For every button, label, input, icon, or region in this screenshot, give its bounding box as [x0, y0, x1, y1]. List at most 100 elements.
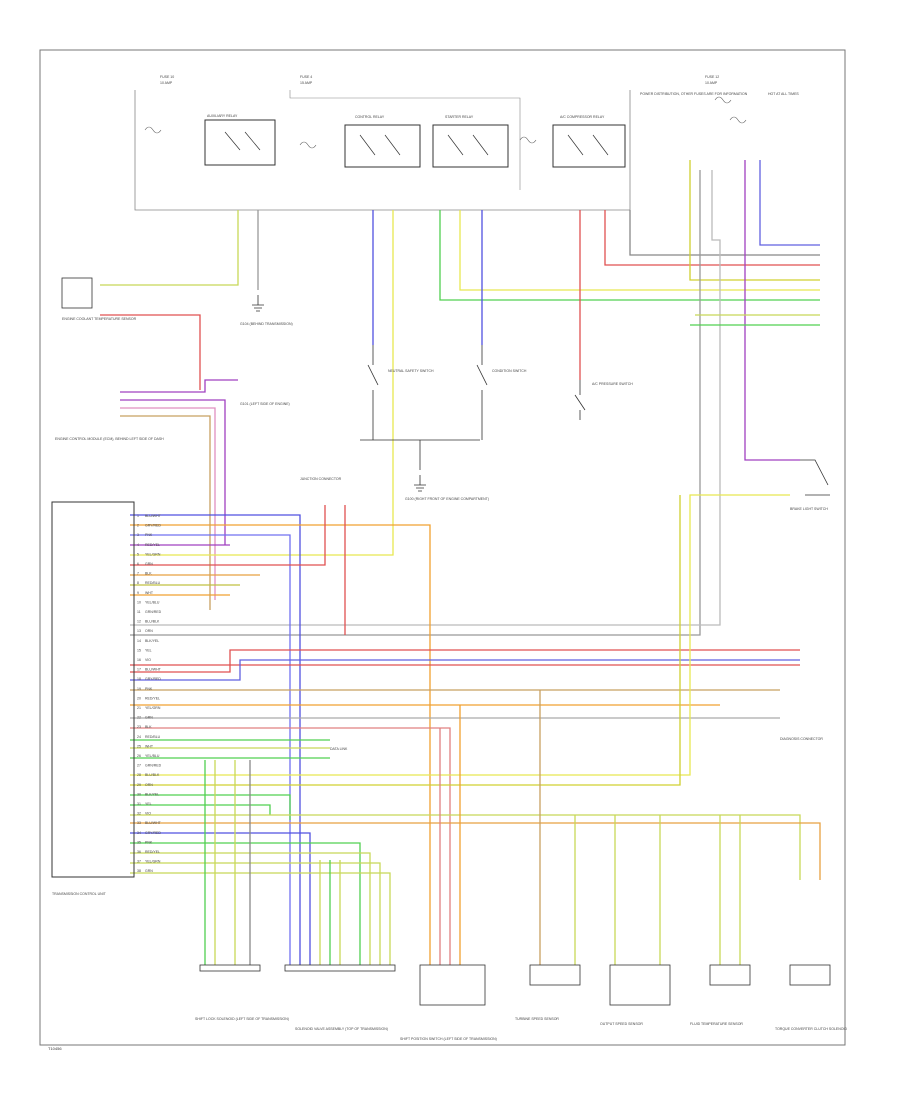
- ecm-wire-color: GRN: [145, 869, 153, 873]
- fuse-mid-name: FUSE 4: [300, 75, 312, 79]
- ecm-pin-number: 6: [137, 562, 139, 566]
- relay-control: CONTROL RELAY: [344, 115, 421, 168]
- fuse-left-name: FUSE 10: [160, 75, 174, 79]
- ecm-pin-number: 13: [137, 629, 141, 633]
- relay-ac-label: A/C COMPRESSOR RELAY: [560, 115, 605, 119]
- bottom-label-6: FLUID TEMPERATURE SENSOR: [690, 1022, 743, 1026]
- ecm-pin-number: 30: [137, 792, 141, 796]
- ecm-wire-color: BLU/BLK: [145, 620, 160, 624]
- ecm-pin-number: 16: [137, 658, 141, 662]
- ecm-pin-number: 9: [137, 591, 139, 595]
- ecm-pin-number: 4: [137, 543, 139, 547]
- switch-neutral: [367, 345, 379, 440]
- ecm-pin-number: 8: [137, 581, 139, 585]
- ecm-wire-color: BLU/WHT: [145, 821, 162, 825]
- tag-hot-at-all: HOT AT ALL TIMES: [768, 92, 799, 96]
- neutral-label: NEUTRAL SAFETY SWITCH: [388, 369, 434, 373]
- tcm-label: TRANSMISSION CONTROL UNIT: [52, 892, 107, 896]
- ecm-wire-color: RED/BLU: [145, 735, 161, 739]
- relay-ctrl-label: CONTROL RELAY: [355, 115, 385, 119]
- switch-cond: [476, 345, 488, 440]
- ecm-pin-number: 5: [137, 552, 139, 556]
- ecm-pin-number: 31: [137, 802, 141, 806]
- bottom-label-3: SHIFT POSITION SWITCH (LEFT SIDE OF TRAN…: [400, 1037, 497, 1041]
- ecm-wire-color: GRY/RED: [145, 677, 161, 681]
- ecm-label: ENGINE CONTROL MODULE (ECM), BEHIND LEFT…: [55, 437, 164, 441]
- ecm-wire-color: ORN: [145, 783, 153, 787]
- left-sensor-box: [61, 277, 93, 309]
- left-sensor-label: ENGINE COOLANT TEMPERATURE SENSOR: [62, 317, 137, 321]
- ecm-pin-number: 26: [137, 754, 141, 758]
- ecm-wire-color: VIO: [145, 812, 151, 816]
- ecm-wire-color: BLK: [145, 572, 152, 576]
- fuse-mid-rating: 15 AMP: [300, 81, 313, 85]
- ecm-pin-number: 15: [137, 648, 141, 652]
- diag-label: DIAGNOSIS CONNECTOR: [780, 737, 823, 741]
- ecm-pin-number: 38: [137, 869, 141, 873]
- ecm-pin-number: 28: [137, 773, 141, 777]
- ecm-wire-color: GRY/RED: [145, 831, 161, 835]
- ecm-wire-color: BLK/YEL: [145, 792, 159, 796]
- bottom-connectors: [199, 964, 831, 1006]
- bottom-label-5: OUTPUT SPEED SENSOR: [600, 1022, 643, 1026]
- ecm-pin-number: 18: [137, 677, 141, 681]
- ecm-wire-color: RED/BLU: [145, 581, 161, 585]
- switch-ac: [574, 380, 586, 420]
- ecm-wire-color: YEL/GRN: [145, 552, 161, 556]
- ecm-wire-color: PNK: [145, 840, 153, 844]
- ecm-wire-color: YEL/GRN: [145, 706, 161, 710]
- ecm-wire-color: PNK: [145, 687, 153, 691]
- ecm-pin-number: 3: [137, 533, 139, 537]
- ecm-wire-color: BLU/BLK: [145, 773, 160, 777]
- fuse-right-name: FUSE 12: [705, 75, 719, 79]
- ecm-pin-number: 37: [137, 860, 141, 864]
- ecm-wire-color: GRY/RED: [145, 524, 161, 528]
- ecm-wire-color: YEL: [145, 648, 152, 652]
- ecm-pin-number: 27: [137, 764, 141, 768]
- ecm-pin-number: 29: [137, 783, 141, 787]
- diagram-frame: [39, 49, 846, 1046]
- ecm-pin-number: 34: [137, 831, 141, 835]
- ecm-wire-color: YEL/GRN: [145, 860, 161, 864]
- ecm-wire-color: WHT: [145, 744, 154, 748]
- fuse-right-rating: 10 AMP: [705, 81, 718, 85]
- ecm-pin-number: 23: [137, 725, 141, 729]
- ecm-pin-number: 33: [137, 821, 141, 825]
- footer-code: T10456: [48, 1046, 62, 1051]
- ecm-wire-color: GRN/RED: [145, 764, 162, 768]
- ecm-pin-number: 24: [137, 735, 141, 739]
- ecm-wire-color: GRN: [145, 562, 153, 566]
- ecm-wire-color: BLK: [145, 725, 152, 729]
- ecm-wire-color: BLU/WHT: [145, 514, 162, 518]
- ecm-wire-color: BLU/WHT: [145, 668, 162, 672]
- relay-start-label: STARTER RELAY: [445, 115, 474, 119]
- ac-sw-label: A/C PRESSURE SWITCH: [592, 382, 633, 386]
- ecm-wire-color: GRN/RED: [145, 610, 162, 614]
- bottom-label-4: TURBINE SPEED SENSOR: [515, 1017, 559, 1021]
- ecm-wire-color: YEL/BLU: [145, 754, 160, 758]
- ecm-box: [51, 501, 135, 878]
- ground-main-label: G100 (RIGHT FRONT OF ENGINE COMPARTMENT): [405, 497, 489, 501]
- brake-switch: [800, 459, 830, 496]
- ecm-pin-number: 22: [137, 716, 141, 720]
- ecm-pin-number: 10: [137, 600, 141, 604]
- bottom-label-2: SOLENOID VALVE ASSEMBLY (TOP OF TRANSMIS…: [295, 1027, 388, 1031]
- fuse-box-outline: [134, 90, 631, 211]
- bottom-label-7: TORQUE CONVERTER CLUTCH SOLENOID: [775, 1027, 847, 1031]
- relay-auxiliary: AUXILIARY RELAY: [204, 114, 276, 166]
- fuse-left-rating: 10 AMP: [160, 81, 173, 85]
- ecm-pin-number: 32: [137, 812, 141, 816]
- ecm-pin-number: 12: [137, 620, 141, 624]
- tag-right-box: POWER DISTRIBUTION, OTHER FUSES ARE FOR …: [640, 92, 748, 96]
- ground-icon: [252, 295, 480, 492]
- ecm-wire-color: YEL: [145, 802, 152, 806]
- relay-ac: A/C COMPRESSOR RELAY: [552, 115, 626, 168]
- ecm-pin-number: 19: [137, 687, 141, 691]
- ecm-pin-number: 20: [137, 696, 141, 700]
- ecm-pin-number: 35: [137, 840, 141, 844]
- ecm-pin-number: 7: [137, 572, 139, 576]
- ohm-label: DATA LINK: [330, 747, 348, 751]
- ecm-pin-number: 21: [137, 706, 141, 710]
- joint-label: JUNCTION CONNECTOR: [300, 477, 342, 481]
